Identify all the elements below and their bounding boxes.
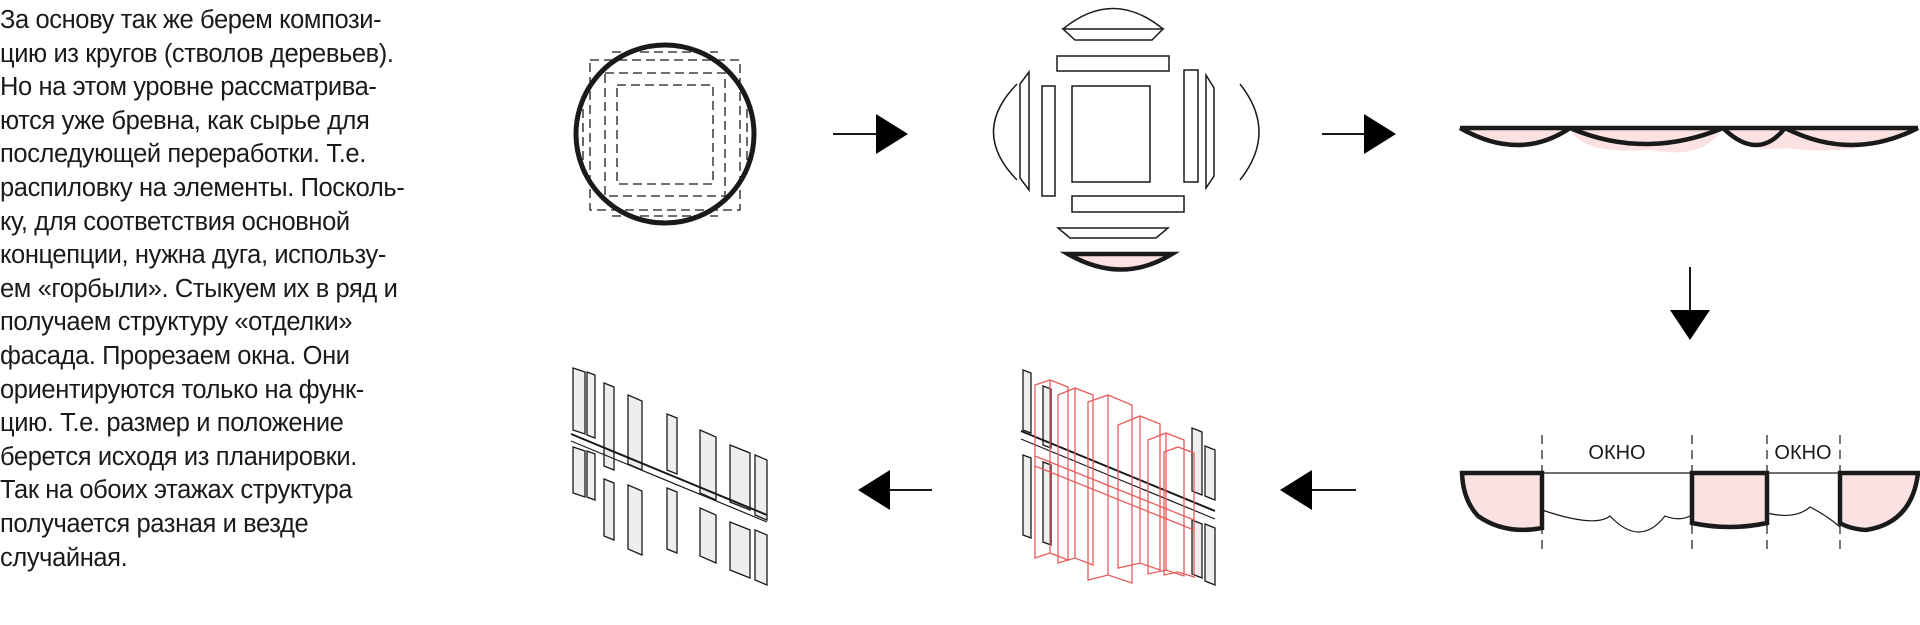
window-label-2: ОКНО	[1774, 442, 1831, 464]
description-line: распиловку на элементы. Посколь-	[0, 173, 405, 202]
description-text: За основу так же берем компози- цию из к…	[0, 4, 410, 575]
description-line: случайная.	[0, 543, 128, 572]
window-label-1: ОКНО	[1588, 442, 1645, 464]
final-facade-drawing	[570, 367, 768, 586]
description-line: получается разная и везде	[0, 509, 309, 538]
arrow-left-2	[858, 470, 932, 510]
description-line: концепции, нужна дуга, использу-	[0, 241, 386, 270]
facade-with-windows-drawing	[1020, 369, 1216, 586]
description-line: За основу так же берем компози-	[0, 6, 382, 34]
description-line: берется исходя из планировки.	[0, 442, 357, 471]
description-line: ем «горбыли». Стыкуем их в ряд и	[0, 274, 398, 303]
sawn-elements-drawing	[992, 7, 1260, 272]
description-line: последующей переработки. Т.е.	[0, 140, 366, 169]
slabs-row-drawing	[1458, 125, 1920, 153]
description-line: цию. Т.е. размер и положение	[0, 409, 344, 438]
description-line: ориентируются только на функ-	[0, 375, 364, 404]
description-line: Но на этом уровне рассматрива-	[0, 73, 377, 102]
description-line: ются уже бревна, как сырье для	[0, 106, 370, 135]
description-line: цию из кругов (стволов деревьев).	[0, 39, 394, 68]
description-line: Так на обоих этажах структура	[0, 476, 353, 505]
description-line: ку, для соответствия основной	[0, 207, 350, 236]
arrow-right-2	[1322, 114, 1396, 154]
arrow-left-1	[1280, 470, 1356, 510]
description-line: получаем структуру «отделки»	[0, 308, 353, 337]
window-plan-drawing: ОКНО ОКНО	[1459, 435, 1920, 552]
arrow-down	[1670, 267, 1710, 340]
log-section-drawing	[573, 42, 757, 226]
arrow-right-1	[833, 114, 908, 154]
description-line: фасада. Прорезаем окна. Они	[0, 341, 350, 370]
